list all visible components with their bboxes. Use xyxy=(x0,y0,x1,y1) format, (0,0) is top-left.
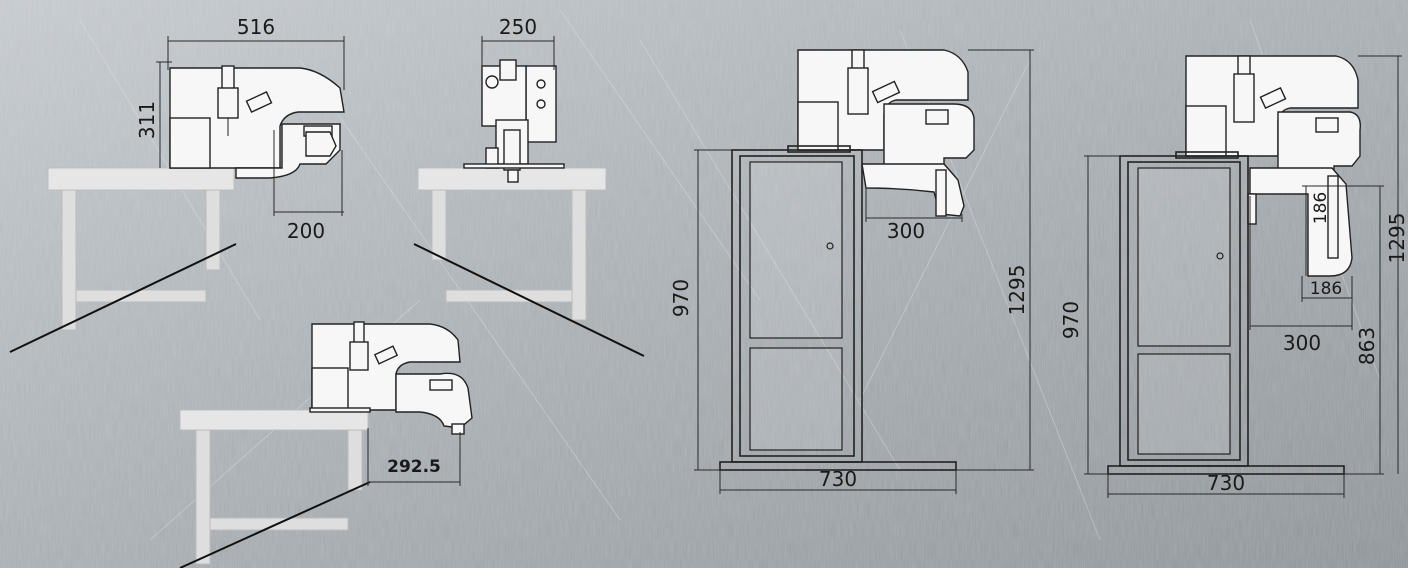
floor-line xyxy=(9,243,237,353)
door-knob xyxy=(1216,252,1224,260)
cabinet xyxy=(719,145,957,471)
table-top xyxy=(47,167,235,191)
welder-head xyxy=(309,321,473,435)
dim-throat-label: 300 xyxy=(887,219,925,243)
dim-total-height-label: 1295 xyxy=(1005,265,1029,316)
dim-throat-label: 292.5 xyxy=(387,457,441,477)
front-view-on-table: 250 xyxy=(413,15,645,357)
cabinet-view-standard: 300 970 1295 730 xyxy=(669,49,1034,494)
cabinet-door-upper xyxy=(1137,167,1231,347)
table-leg xyxy=(571,189,587,321)
floor-line xyxy=(413,243,645,357)
welder-head xyxy=(797,49,975,217)
welder-head xyxy=(169,65,345,179)
cabinet-base xyxy=(1107,465,1345,475)
side-view-extended-on-table: 292.5 xyxy=(179,321,473,568)
table-leg xyxy=(431,189,447,261)
dim-total-height-label: 1295 xyxy=(1385,213,1408,264)
welder-front xyxy=(463,59,565,183)
dim-height-label: 311 xyxy=(135,101,159,139)
table-top xyxy=(179,409,369,431)
dim-cabinet-height-label: 970 xyxy=(669,279,693,317)
dim-cabinet-height-label: 970 xyxy=(1059,301,1083,339)
table-leg xyxy=(195,429,211,565)
dim-width-label: 250 xyxy=(499,15,537,39)
dim-base-width-label: 730 xyxy=(1207,471,1245,495)
door-knob xyxy=(826,242,834,250)
cabinet xyxy=(1107,151,1345,475)
cabinet-base xyxy=(719,461,957,471)
dim-arm-depth-label: 186 xyxy=(1310,279,1342,299)
dim-throat-label: 300 xyxy=(1283,331,1321,355)
table-leg xyxy=(205,189,221,271)
side-view-on-table: 516 311 200 xyxy=(9,15,345,353)
cabinet-view-with-arm: 186 186 300 970 863 1295 730 xyxy=(1059,55,1408,498)
welder-head xyxy=(1185,55,1361,277)
table-rail xyxy=(75,289,207,303)
cabinet-door-upper xyxy=(749,161,843,339)
cabinet-door-lower xyxy=(1137,353,1231,455)
dim-arm-height-label: 186 xyxy=(1311,192,1331,224)
cabinet-door-lower xyxy=(749,347,843,451)
dim-throat-label: 200 xyxy=(287,219,325,243)
table-leg xyxy=(61,189,77,331)
dim-base-width-label: 730 xyxy=(819,467,857,491)
dim-width-label: 516 xyxy=(237,15,275,39)
table-rail xyxy=(445,289,573,303)
table-leg xyxy=(347,429,363,491)
floor-line xyxy=(179,481,371,568)
dim-arm-level-label: 863 xyxy=(1355,327,1379,365)
